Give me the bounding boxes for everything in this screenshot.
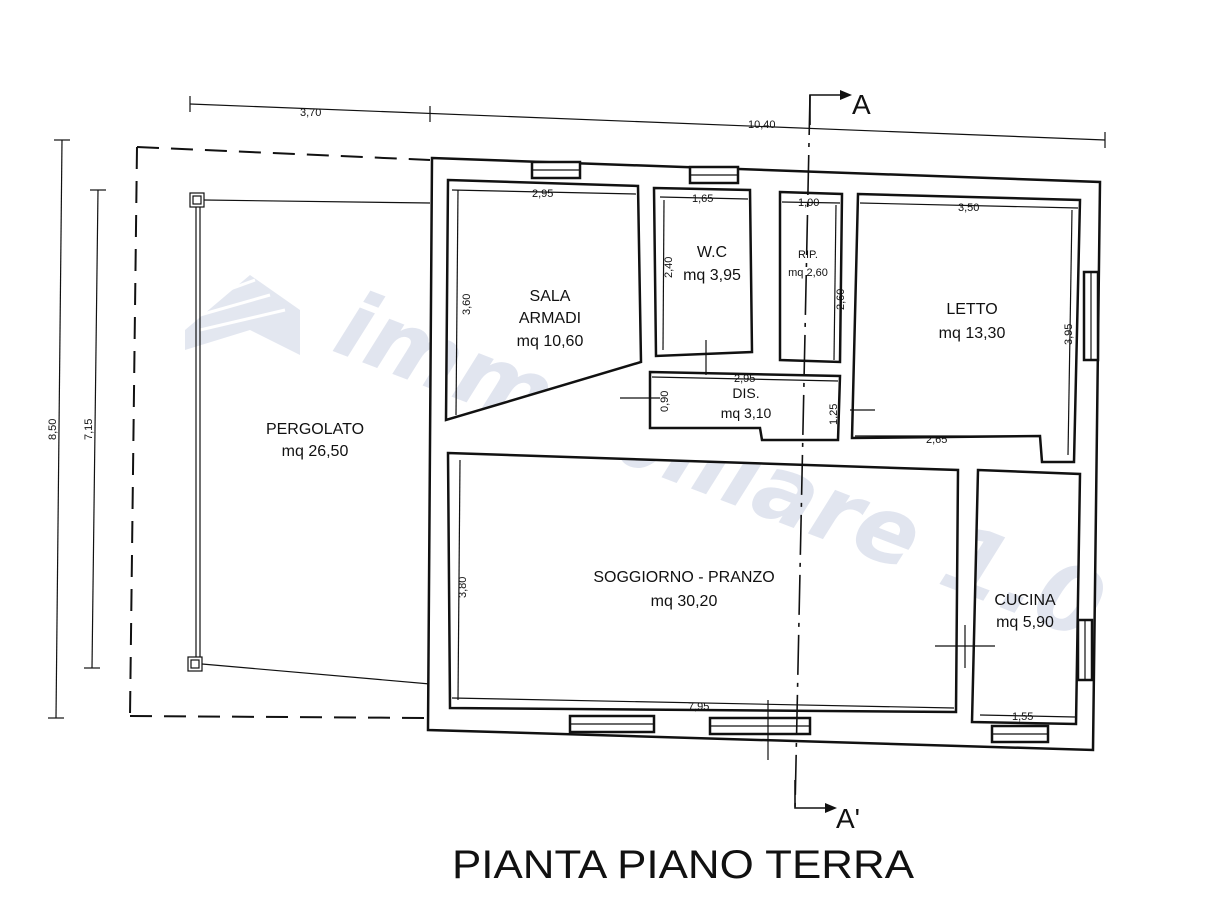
door-marks <box>620 340 995 760</box>
dim-height: 2,40 <box>663 257 675 278</box>
building-walls <box>426 156 1102 752</box>
room-pergolato: PERGOLATO mq 26,50 <box>266 421 364 460</box>
dim-left-inner: 7,15 <box>83 419 95 440</box>
section-line: A A' <box>794 89 871 834</box>
room-name: LETTO <box>946 301 997 318</box>
room-disimpegno: 2,95 DIS. mq 3,10 0,90 1,25 <box>659 373 840 425</box>
room-name: RIP. <box>798 249 818 261</box>
room-name: SOGGIORNO - PRANZO <box>593 569 774 586</box>
room-ripostiglio: RIP. mq 2,60 1,00 2,60 <box>788 197 847 310</box>
room-area: mq 3,95 <box>683 267 741 284</box>
section-label-top: A <box>852 89 871 120</box>
page-title: PIANTA PIANO TERRA <box>452 843 914 887</box>
room-name: PERGOLATO <box>266 421 364 438</box>
room-area: mq 3,10 <box>721 405 772 421</box>
dim-width: 3,50 <box>958 202 979 214</box>
room-area: mq 10,60 <box>517 333 584 350</box>
dim-height: 2,60 <box>835 289 847 310</box>
dim-height-1: 0,90 <box>659 391 671 412</box>
room-wc: W.C mq 3,95 1,65 2,40 <box>663 193 741 284</box>
dim-width-2: 2,65 <box>926 434 947 446</box>
watermark-logo-icon <box>185 275 300 355</box>
overall-dimensions: 3,70 10,40 8,50 7,15 <box>47 96 1106 719</box>
room-area: mq 13,30 <box>939 325 1006 342</box>
room-soggiorno-pranzo: SOGGIORNO - PRANZO mq 30,20 7,95 3,80 <box>457 569 775 713</box>
room-name: CUCINA <box>994 592 1056 609</box>
dim-width: 2,95 <box>532 188 553 200</box>
dim-height: 3,95 <box>1063 324 1075 345</box>
dim-left-outer: 8,50 <box>47 419 59 440</box>
room-name: W.C <box>697 244 727 261</box>
room-area: mq 26,50 <box>282 443 349 460</box>
room-area: mq 5,90 <box>996 614 1054 631</box>
section-label-bottom: A' <box>836 803 860 834</box>
room-letto: LETTO mq 13,30 3,50 2,65 3,95 <box>926 202 1075 446</box>
windows <box>530 160 1100 744</box>
dim-width: 1,65 <box>692 193 713 205</box>
room-name: SALA <box>530 288 571 305</box>
dim-height: 3,60 <box>461 294 473 315</box>
dim-top-left: 3,70 <box>300 107 321 119</box>
dim-width: 2,95 <box>734 373 755 385</box>
room-sala-armadi: SALA ARMADI mq 10,60 2,95 3,60 <box>461 188 583 350</box>
dim-width: 1,55 <box>1012 711 1033 723</box>
dim-width: 7,95 <box>688 701 709 713</box>
room-cucina: CUCINA mq 5,90 1,55 <box>994 592 1056 723</box>
dim-width: 1,00 <box>798 197 819 209</box>
room-name: DIS. <box>732 385 759 401</box>
room-area: mq 2,60 <box>788 267 828 279</box>
dim-height-2: 1,25 <box>828 404 840 425</box>
dim-height: 3,80 <box>457 577 469 598</box>
dim-top-total: 10,40 <box>748 119 776 131</box>
room-name-2: ARMADI <box>519 310 581 327</box>
room-dimension-lines <box>451 189 1079 718</box>
pergola-outline <box>129 146 431 719</box>
room-area: mq 30,20 <box>651 593 718 610</box>
